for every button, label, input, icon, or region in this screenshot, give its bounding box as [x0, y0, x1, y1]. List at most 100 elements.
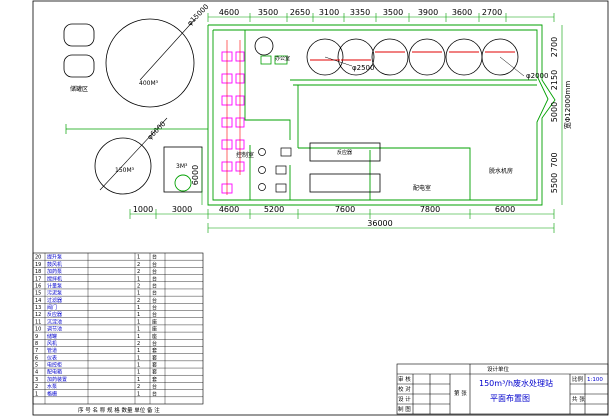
table-cell: 2 — [137, 384, 140, 390]
dim-top-1: 4600 — [219, 8, 239, 17]
table-cell: 2 — [137, 269, 140, 275]
table-cell: 调节池 — [47, 326, 62, 333]
table-footer: 序 号 名 称 规 格 数量 单位 备 注 — [78, 406, 160, 414]
table-cell: 风机 — [47, 340, 57, 347]
table-cell: 17 — [35, 276, 41, 282]
title-total-pages: 共 张 — [572, 395, 585, 403]
table-cell: 台 — [152, 383, 157, 390]
table-cell: 沉淀池 — [47, 318, 62, 325]
title-block — [396, 363, 609, 415]
table-cell: 19 — [35, 262, 41, 268]
dimension-right: 2700 2150 5000 700 5500 宽Φ12000mm — [550, 25, 572, 205]
title-page: 第 张 — [454, 389, 467, 397]
sludge-tank-dia: φ6000 — [146, 120, 168, 142]
table-cell: 台 — [152, 254, 157, 261]
table-cell: 套 — [152, 354, 157, 361]
table-cell: 搅拌机 — [47, 275, 62, 282]
table-cell: 套 — [152, 376, 157, 383]
pump-units — [221, 51, 245, 194]
table-cell: 水泵 — [47, 383, 57, 390]
dim-bottom-4: 5200 — [264, 205, 284, 214]
table-cell: 16 — [35, 283, 41, 289]
table-cell: 台 — [152, 275, 157, 282]
title-mark: 设计单位 — [487, 365, 510, 373]
title-approve: 审 核 — [398, 375, 411, 383]
reactor-tank-fills — [310, 51, 515, 61]
table-cell: 1 — [137, 363, 140, 369]
row-tank-dia: φ2500 — [352, 64, 374, 72]
table-cell: 1 — [137, 312, 140, 318]
title-scale: 比例 — [572, 375, 584, 383]
table-cell: 台 — [152, 390, 157, 397]
dim-total: 36000 — [367, 219, 392, 228]
drawing-border — [32, 0, 609, 416]
large-tank: φ15000 400M³ — [105, 3, 211, 108]
table-cell: 管道 — [47, 347, 57, 354]
table-cell: 台 — [152, 261, 157, 268]
table-cell: 9 — [35, 334, 38, 340]
table-cell: 2 — [137, 262, 140, 268]
dimension-bottom: 1000 3000 4600 5200 7600 7800 6000 36000 — [129, 205, 555, 233]
dim-top-9: 2700 — [482, 8, 502, 17]
table-cell: 1 — [137, 291, 140, 297]
table-cell: 格栅 — [47, 390, 57, 397]
dim-left-1: 6000 — [191, 165, 200, 185]
dim-bottom-5: 7600 — [335, 205, 355, 214]
dimension-top: 4600 3500 2650 3100 3350 3500 3900 3600 … — [207, 8, 555, 22]
table-cell: 台 — [152, 304, 157, 311]
storage-tanks-top-left — [63, 23, 95, 78]
dosing-tank-label: 3M³ — [176, 163, 188, 170]
title-drawing: 平面布置图 — [490, 393, 530, 403]
table-cell: 20 — [35, 255, 41, 261]
table-cell: 2 — [35, 384, 38, 390]
sludge-tank: φ6000 150M³ — [94, 117, 168, 195]
dim-bottom-6: 7800 — [420, 205, 440, 214]
table-cell: 1 — [137, 391, 140, 397]
table-cell: 1 — [137, 327, 140, 333]
dim-top-4: 3100 — [319, 8, 339, 17]
table-cell: 1 — [137, 319, 140, 325]
dim-bottom-7: 6000 — [495, 205, 515, 214]
table-cell: 反应器 — [47, 311, 62, 318]
table-cell: 套 — [152, 362, 157, 369]
table-cell: 8 — [35, 341, 38, 347]
mid-pumps — [258, 147, 292, 193]
table-cell: 套 — [152, 347, 157, 354]
table-cell: 台 — [152, 340, 157, 347]
table-cell: 提升泵 — [47, 254, 62, 261]
reactor-leaders — [324, 56, 525, 77]
row-tank-dia-b: φ2000 — [526, 72, 548, 80]
table-cell: 计量泵 — [47, 282, 62, 289]
reactor-label: 反应器 — [337, 149, 352, 156]
dim-top-8: 3600 — [452, 8, 472, 17]
large-tank-dia: φ15000 — [186, 3, 211, 28]
table-cell: 11 — [35, 319, 41, 325]
table-cell: 4 — [35, 370, 38, 376]
table-cell: 座 — [152, 318, 157, 325]
dim-right-2: 2150 — [550, 70, 559, 90]
small-round-tank — [254, 36, 288, 65]
table-cell: 台 — [152, 311, 157, 318]
control-room-label: 控制室 — [236, 151, 254, 159]
reactor-tank-row — [306, 38, 519, 76]
dim-bottom-3: 4600 — [219, 205, 239, 214]
table-cell: 2 — [137, 341, 140, 347]
table-cell: 台 — [152, 290, 157, 297]
table-cell: 2 — [137, 283, 140, 289]
dim-right-4: 700 — [550, 152, 559, 167]
table-cell: 1 — [137, 355, 140, 361]
table-cell: 12 — [35, 312, 41, 318]
dim-top-5: 3350 — [350, 8, 370, 17]
dim-right-5: 5500 — [550, 173, 559, 193]
title-scale-val: 1:100 — [587, 377, 603, 383]
table-cell: 仪表 — [47, 354, 57, 361]
table-cell: 阀门 — [47, 304, 57, 311]
title-design: 设 计 — [398, 395, 411, 403]
office-label: 办公室 — [275, 55, 290, 62]
dim-bottom-1: 1000 — [133, 205, 153, 214]
title-draw: 制 图 — [398, 405, 411, 413]
right-room-label: 脱水机房 — [489, 167, 513, 175]
table-cell: 18 — [35, 269, 41, 275]
